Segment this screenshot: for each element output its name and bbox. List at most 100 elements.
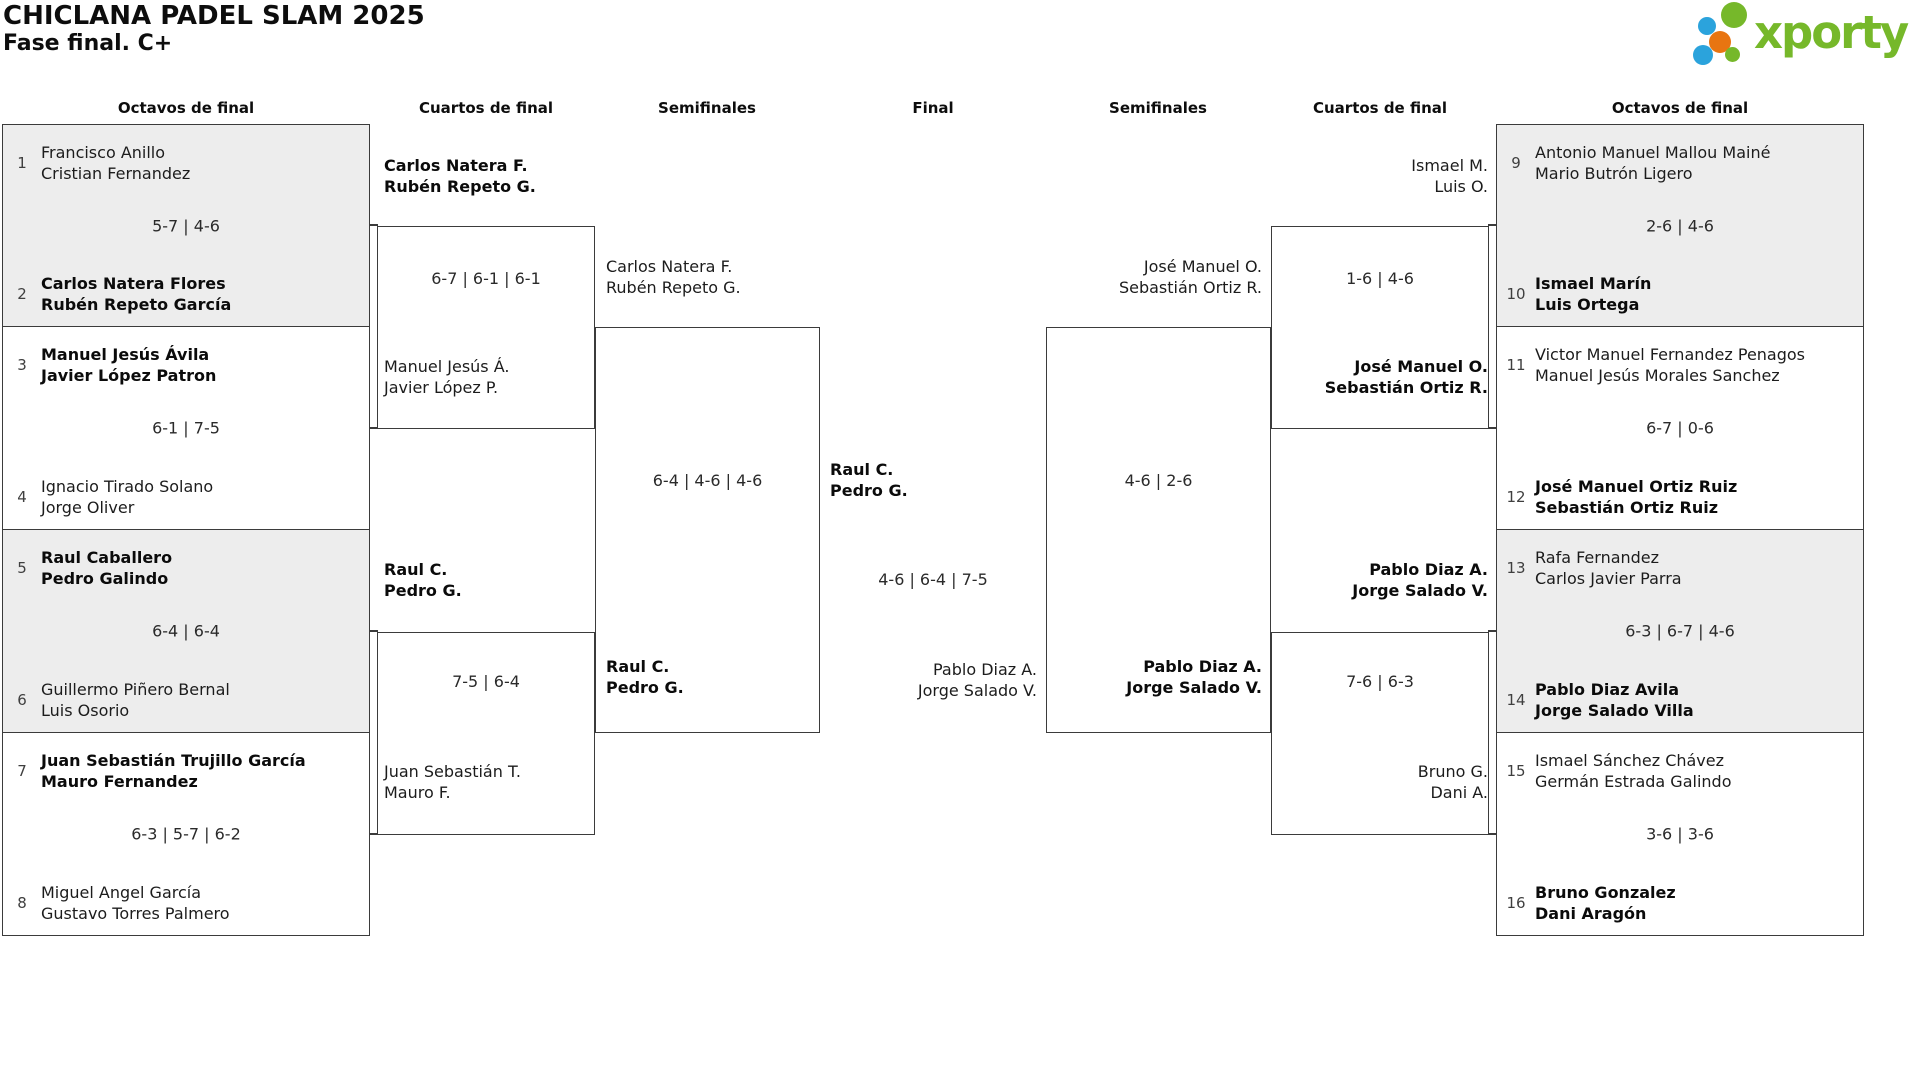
player-name: Germán Estrada Galindo — [1535, 772, 1732, 791]
player-name: Carlos Natera F. — [606, 257, 733, 276]
team-names: Carlos Natera Flores Rubén Repeto García — [41, 273, 231, 315]
player-name: Gustavo Torres Palmero — [41, 904, 230, 923]
match-box-r16-2: 3 Manuel Jesús Ávila Javier López Patron… — [2, 327, 370, 530]
player-name: Rubén Repeto García — [41, 295, 232, 314]
team-names: José Manuel Ortiz Ruiz Sebastián Ortiz R… — [1535, 476, 1737, 518]
team-names: Manuel Jesús Ávila Javier López Patron — [41, 344, 216, 386]
team-row: 3 Manuel Jesús Ávila Javier López Patron — [9, 344, 216, 386]
connector-line — [369, 427, 378, 429]
match-score: 6-3 | 6-7 | 4-6 — [1625, 621, 1735, 641]
player-name: Pedro G. — [606, 678, 684, 697]
team-names: Antonio Manuel Mallou Mainé Mario Butrón… — [1535, 142, 1770, 184]
team-names: Rafa Fernandez Carlos Javier Parra — [1535, 547, 1682, 589]
seed-number: 2 — [17, 285, 27, 303]
player-name: Rubén Repeto G. — [606, 278, 741, 297]
round-header-cuartos-right: Cuartos de final — [1312, 99, 1448, 117]
team-label: Manuel Jesús Á. Javier López P. — [384, 356, 509, 398]
seed-number: 12 — [1506, 488, 1526, 506]
team-row: 5 Raul Caballero Pedro Galindo — [9, 547, 172, 589]
player-name: Bruno Gonzalez — [1535, 883, 1676, 902]
round-header-final: Final — [912, 99, 954, 117]
match-box-qf-right-1 — [1271, 226, 1489, 429]
player-name: Luis Ortega — [1535, 295, 1640, 314]
match-score: 1-6 | 4-6 — [1346, 269, 1414, 288]
team-names: Guillermo Piñero Bernal Luis Osorio — [41, 679, 230, 721]
match-score: 6-3 | 5-7 | 6-2 — [131, 824, 241, 844]
player-name: Javier López P. — [384, 378, 499, 397]
seed-number: 7 — [17, 762, 27, 780]
player-name: Mauro Fernandez — [41, 772, 198, 791]
team-label-finalist-right: Pablo Diaz A. Jorge Salado V. — [820, 659, 1037, 701]
team-row: 8 Miguel Angel García Gustavo Torres Pal… — [9, 882, 230, 924]
player-name: Jorge Salado V. — [1126, 678, 1262, 697]
team-names: Francisco Anillo Cristian Fernandez — [41, 142, 190, 184]
match-score: 6-4 | 4-6 | 4-6 — [652, 471, 763, 490]
match-box-r16-4: 7 Juan Sebastián Trujillo García Mauro F… — [2, 733, 370, 936]
player-name: Victor Manuel Fernandez Penagos — [1535, 345, 1806, 364]
team-names: Victor Manuel Fernandez Penagos Manuel J… — [1535, 344, 1805, 386]
match-score: 6-7 | 0-6 — [1646, 418, 1714, 438]
player-name: Carlos Javier Parra — [1535, 569, 1682, 588]
round-header-cuartos-left: Cuartos de final — [418, 99, 554, 117]
connector-line — [369, 630, 378, 632]
player-name: Ismael Marín — [1535, 274, 1652, 293]
team-names: Miguel Angel García Gustavo Torres Palme… — [41, 882, 230, 924]
player-name: Juan Sebastián T. — [384, 762, 521, 781]
seed-number: 1 — [17, 154, 27, 172]
team-names: Pablo Diaz Avila Jorge Salado Villa — [1535, 679, 1694, 721]
team-names: Ismael Marín Luis Ortega — [1535, 273, 1651, 315]
match-box-sf-right — [1046, 327, 1271, 733]
xporty-logo[interactable]: xporty — [1690, 0, 1918, 70]
match-box-qf-right-2 — [1271, 632, 1489, 835]
connector-line — [1488, 427, 1497, 429]
player-name: Bruno G. — [1417, 762, 1488, 781]
team-row: 12 José Manuel Ortiz Ruiz Sebastián Orti… — [1503, 476, 1737, 518]
player-name: Pablo Diaz A. — [1143, 657, 1262, 676]
team-label: Ismael M. Luis O. — [1271, 155, 1488, 197]
player-name: Sebastián Ortiz R. — [1324, 378, 1488, 397]
seed-number: 5 — [17, 559, 27, 577]
seed-number: 11 — [1506, 356, 1526, 374]
player-name: Juan Sebastián Trujillo García — [41, 751, 306, 770]
logo-wordmark: xporty — [1754, 6, 1909, 59]
player-name: Javier López Patron — [41, 366, 217, 385]
logo-dot-icon — [1721, 2, 1747, 28]
player-name: Dani A. — [1430, 783, 1488, 802]
team-names: Ignacio Tirado Solano Jorge Oliver — [41, 476, 213, 518]
team-label: Raul C. Pedro G. — [384, 559, 462, 601]
player-name: Luis O. — [1434, 177, 1488, 196]
team-row: 2 Carlos Natera Flores Rubén Repeto Garc… — [9, 273, 231, 315]
final-score: 4-6 | 6-4 | 7-5 — [878, 570, 988, 589]
match-score: 2-6 | 4-6 — [1646, 216, 1714, 235]
player-name: Mauro F. — [384, 783, 451, 802]
player-name: Rubén Repeto G. — [384, 177, 536, 196]
match-box-qf-left-1 — [377, 226, 595, 429]
team-label-finalist-left: Raul C. Pedro G. — [830, 459, 908, 501]
player-name: Pedro G. — [830, 481, 908, 500]
player-name: Raul C. — [384, 560, 448, 579]
player-name: Sebastián Ortiz Ruiz — [1535, 498, 1719, 517]
match-box-r16-7: 13 Rafa Fernandez Carlos Javier Parra 6-… — [1496, 530, 1864, 733]
seed-number: 10 — [1506, 285, 1526, 303]
player-name: Jorge Salado Villa — [1535, 701, 1694, 720]
team-row: 4 Ignacio Tirado Solano Jorge Oliver — [9, 476, 213, 518]
team-label: José Manuel O. Sebastián Ortiz R. — [1271, 356, 1488, 398]
seed-number: 13 — [1506, 559, 1526, 577]
player-name: Rafa Fernandez — [1535, 548, 1660, 567]
connector-line — [1488, 833, 1497, 835]
player-name: Ismael M. — [1411, 156, 1488, 175]
player-name: Raul C. — [830, 460, 894, 479]
match-box-r16-8: 15 Ismael Sánchez Chávez Germán Estrada … — [1496, 733, 1864, 936]
logo-dot-icon — [1709, 31, 1731, 53]
player-name: Dani Aragón — [1535, 904, 1647, 923]
connector-line — [1488, 630, 1497, 632]
match-box-r16-6: 11 Victor Manuel Fernandez Penagos Manue… — [1496, 327, 1864, 530]
round-header-octavos-right: Octavos de final — [1611, 99, 1749, 117]
tournament-title: CHICLANA PADEL SLAM 2025 — [3, 1, 425, 31]
team-names: Juan Sebastián Trujillo García Mauro Fer… — [41, 750, 306, 792]
player-name: Pablo Diaz A. — [932, 660, 1037, 679]
player-name: Cristian Fernandez — [41, 164, 191, 183]
player-name: Antonio Manuel Mallou Mainé — [1535, 143, 1771, 162]
team-names: Ismael Sánchez Chávez Germán Estrada Gal… — [1535, 750, 1731, 792]
